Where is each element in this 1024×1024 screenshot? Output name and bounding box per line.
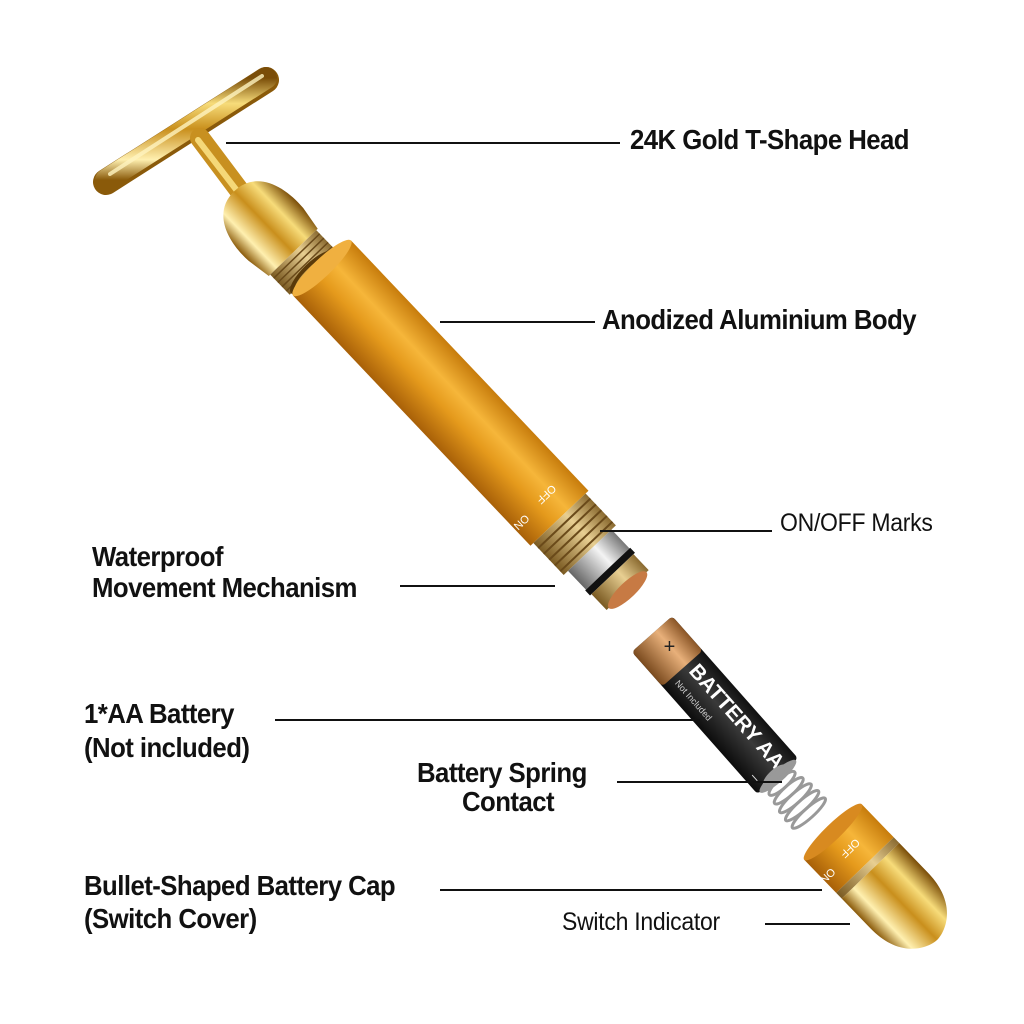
bullet-battery-cap: OFF ON xyxy=(803,803,947,949)
battery-plus: + xyxy=(664,636,676,658)
label-indicator: Switch Indicator xyxy=(562,908,720,936)
label-mechanism-line2: Movement Mechanism xyxy=(92,572,357,603)
aluminium-body: OFF ON xyxy=(292,239,649,611)
label-spring-line1: Battery Spring xyxy=(417,757,587,788)
battery-spring xyxy=(762,764,827,830)
label-cap-line1: Bullet-Shaped Battery Cap xyxy=(84,870,396,901)
label-mechanism-line1: Waterproof xyxy=(92,541,223,572)
label-head: 24K Gold T-Shape Head xyxy=(630,124,910,155)
label-spring-line2: Contact xyxy=(462,786,555,817)
label-battery-line1: 1*AA Battery xyxy=(84,698,234,729)
label-cap-line2: (Switch Cover) xyxy=(84,903,257,934)
leader-lines xyxy=(226,142,850,925)
label-body: Anodized Aluminium Body xyxy=(602,304,917,335)
label-marks: ON/OFF Marks xyxy=(780,509,933,537)
label-battery-line2: (Not included) xyxy=(84,732,250,763)
aa-battery: + BATTERY AA Not Included – xyxy=(633,617,797,793)
